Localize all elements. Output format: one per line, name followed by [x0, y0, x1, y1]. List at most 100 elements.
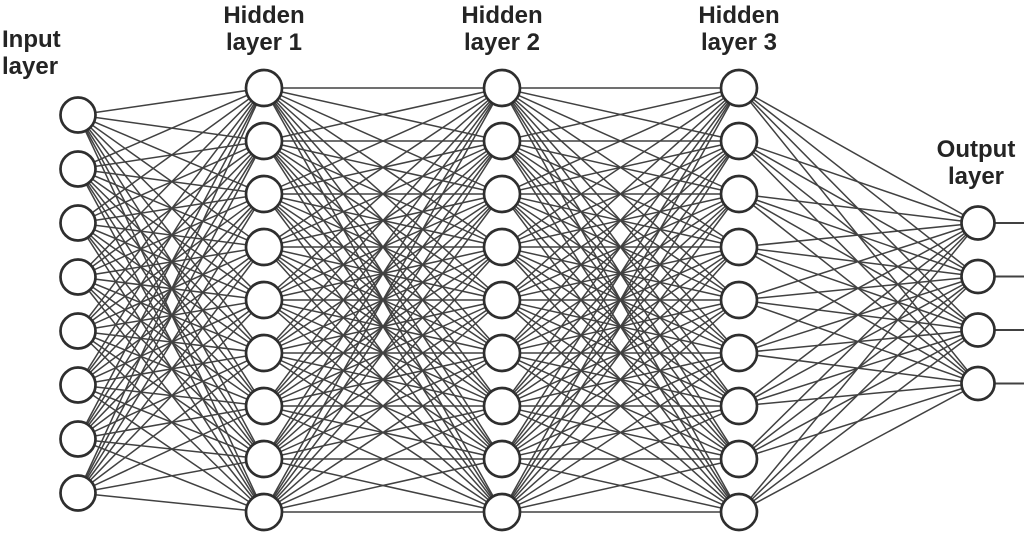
output-layer-label-line2: layer [947, 163, 1005, 190]
hidden1-neuron-9 [244, 492, 284, 532]
edge-hidden3-4-output-0 [738, 222, 979, 301]
edge-hidden1-8-hidden2-3 [263, 246, 503, 513]
edge-input-7-hidden1-8 [77, 492, 265, 513]
edge-hidden3-5-output-0 [738, 222, 979, 354]
input-layer-nodes [59, 96, 97, 512]
hidden-layer-3-label: Hidden layer 3 [698, 2, 779, 56]
edge-hidden1-6-hidden2-0 [263, 87, 503, 407]
hidden1-neuron-8 [244, 439, 284, 479]
hidden1-layer-nodes [244, 68, 284, 532]
edge-input-7-hidden1-5 [77, 352, 265, 494]
edge-hidden2-8-hidden3-7 [501, 458, 740, 513]
edge-hidden2-3-hidden3-0 [501, 87, 740, 248]
edge-hidden1-8-hidden2-1 [263, 140, 503, 513]
output-tail-lines [994, 222, 1024, 385]
edge-hidden3-3-output-0 [738, 222, 979, 248]
edge-hidden3-8-output-0 [738, 222, 979, 513]
hidden3-neuron-3 [719, 174, 759, 214]
edge-hidden1-8-hidden2-4 [263, 299, 503, 513]
input-neuron-8 [59, 474, 97, 512]
input-layer-label-line2: layer [2, 53, 59, 80]
hidden2-neuron-1 [482, 68, 522, 108]
edge-hidden1-8-hidden2-7 [263, 458, 503, 513]
edge-hidden1-4-hidden2-0 [263, 87, 503, 301]
edge-hidden2-8-hidden3-6 [501, 405, 740, 513]
edge-hidden3-8-output-1 [738, 275, 979, 513]
input-neuron-1 [59, 96, 97, 134]
hidden-layer-2-label-line1: Hidden [461, 2, 543, 29]
edge-hidden2-5-hidden3-0 [501, 87, 740, 354]
edge-hidden1-5-hidden2-0 [263, 87, 503, 354]
edge-hidden1-8-hidden2-0 [263, 87, 503, 513]
edge-input-7-hidden1-1 [77, 140, 265, 494]
connection-edges [77, 87, 979, 513]
edge-input-5-hidden1-0 [77, 87, 265, 386]
edge-hidden2-4-hidden3-0 [501, 87, 740, 301]
hidden2-neuron-4 [482, 227, 522, 267]
edge-hidden3-0-output-0 [738, 87, 979, 224]
edge-input-4-hidden1-0 [77, 87, 265, 332]
hidden3-neuron-4 [719, 227, 759, 267]
input-neuron-5 [59, 312, 97, 350]
hidden-layer-1-label: Hidden layer 1 [223, 2, 304, 56]
edge-hidden2-8-hidden3-4 [501, 299, 740, 513]
edge-input-7-hidden1-4 [77, 299, 265, 494]
edge-hidden1-1-hidden2-0 [263, 87, 503, 142]
edge-hidden3-6-output-0 [738, 222, 979, 407]
edge-hidden2-8-hidden3-1 [501, 140, 740, 513]
edge-hidden3-1-output-0 [738, 140, 979, 224]
edge-input-7-hidden1-3 [77, 246, 265, 494]
edge-hidden1-8-hidden2-5 [263, 352, 503, 513]
edge-input-0-hidden1-0 [77, 87, 265, 116]
edge-hidden1-7-hidden2-0 [263, 87, 503, 460]
hidden1-neuron-5 [244, 280, 284, 320]
hidden3-neuron-2 [719, 121, 759, 161]
hidden-layer-3-label-line1: Hidden [698, 2, 780, 29]
input-neuron-6 [59, 366, 97, 404]
output-neuron-1 [960, 205, 996, 241]
input-neuron-7 [59, 420, 97, 458]
output-layer-label-line1: Output [936, 136, 1016, 163]
edge-input-7-hidden1-6 [77, 405, 265, 494]
edge-hidden3-7-output-0 [738, 222, 979, 460]
edge-hidden2-1-hidden3-0 [501, 87, 740, 142]
edge-hidden1-3-hidden2-0 [263, 87, 503, 248]
hidden2-layer-nodes [482, 68, 522, 532]
hidden1-neuron-3 [244, 174, 284, 214]
hidden2-neuron-9 [482, 492, 522, 532]
hidden3-neuron-6 [719, 333, 759, 373]
hidden2-neuron-8 [482, 439, 522, 479]
edge-input-6-hidden1-0 [77, 87, 265, 440]
hidden-layer-1-label-line2: layer 1 [225, 29, 303, 56]
edge-input-7-hidden1-2 [77, 193, 265, 494]
hidden3-layer-nodes [719, 68, 759, 532]
hidden3-neuron-8 [719, 439, 759, 479]
output-neuron-3 [960, 312, 996, 348]
edge-hidden3-2-output-0 [738, 193, 979, 224]
edge-input-1-hidden1-0 [77, 87, 265, 170]
hidden1-neuron-2 [244, 121, 284, 161]
hidden1-neuron-1 [244, 68, 284, 108]
hidden1-neuron-4 [244, 227, 284, 267]
edge-hidden2-8-hidden3-2 [501, 193, 740, 513]
output-neuron-4 [960, 365, 996, 402]
hidden3-neuron-1 [719, 68, 759, 108]
edge-input-7-hidden1-7 [77, 458, 265, 494]
output-neuron-2 [960, 258, 996, 295]
input-neuron-3 [59, 204, 97, 242]
hidden3-neuron-5 [719, 280, 759, 320]
output-layer-label: Output layer [937, 136, 1016, 190]
hidden1-neuron-6 [244, 333, 284, 373]
hidden2-neuron-2 [482, 121, 522, 161]
hidden1-neuron-7 [244, 386, 284, 426]
hidden2-neuron-6 [482, 333, 522, 373]
edge-hidden2-8-hidden3-5 [501, 352, 740, 513]
hidden2-neuron-7 [482, 386, 522, 426]
edge-hidden2-6-hidden3-0 [501, 87, 740, 407]
edge-hidden2-2-hidden3-0 [501, 87, 740, 195]
edge-input-3-hidden1-0 [77, 87, 265, 278]
edge-hidden2-7-hidden3-0 [501, 87, 740, 460]
edge-input-7-hidden1-0 [77, 87, 265, 494]
